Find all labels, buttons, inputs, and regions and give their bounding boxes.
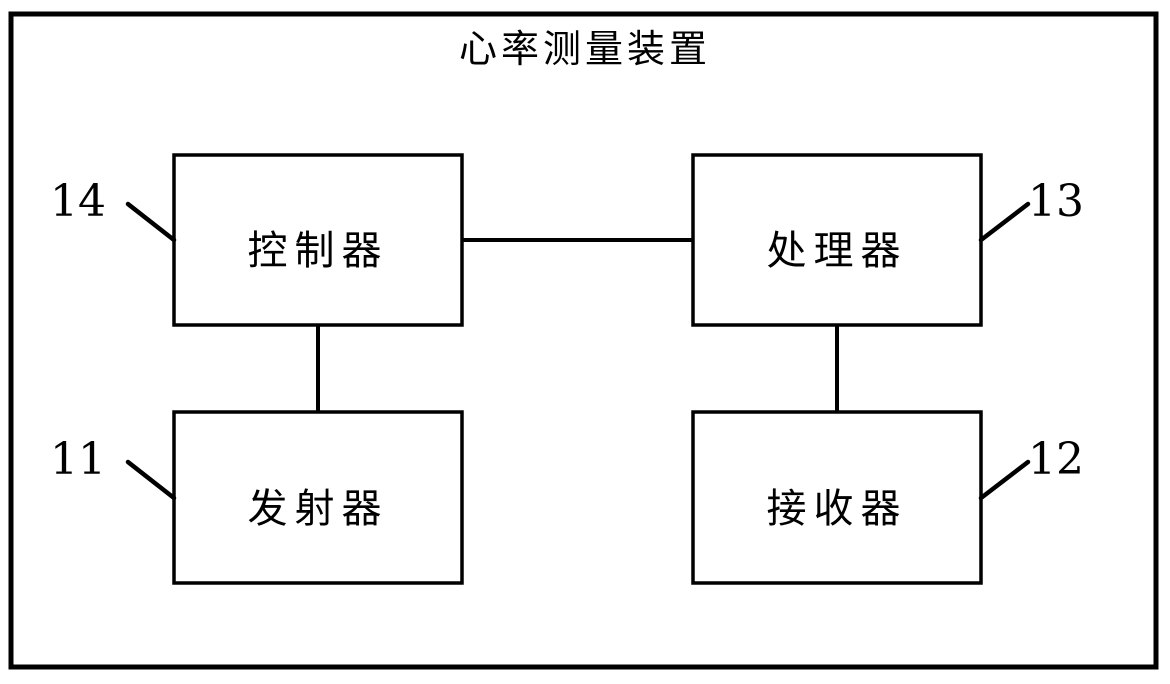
leader-line-receiver [978,459,1031,501]
figure-title: 心率测量装置 [459,27,711,71]
block-controller[interactable]: 控制器 [172,153,464,327]
figure-outer-frame [8,11,1159,670]
block-processor-label: 处理器 [767,228,908,274]
ref-number-receiver: 12 [1028,434,1084,485]
ref-number-processor: 13 [1028,176,1084,227]
block-receiver-rect[interactable] [691,410,983,585]
block-controller-rect[interactable] [172,153,464,327]
block-transmitter-rect[interactable] [172,410,464,585]
block-processor[interactable]: 处理器 [691,153,983,327]
leader-line-controller [125,201,177,243]
block-receiver-label: 接收器 [767,486,908,532]
ref-number-transmitter: 11 [50,434,106,485]
block-receiver[interactable]: 接收器 [691,410,983,585]
ref-number-controller: 14 [50,176,106,227]
block-transmitter[interactable]: 发射器 [172,410,464,585]
block-processor-rect[interactable] [691,153,983,327]
block-controller-label: 控制器 [248,228,389,274]
block-transmitter-label: 发射器 [248,486,389,532]
leader-line-transmitter [125,459,177,501]
leader-line-processor [978,201,1031,243]
